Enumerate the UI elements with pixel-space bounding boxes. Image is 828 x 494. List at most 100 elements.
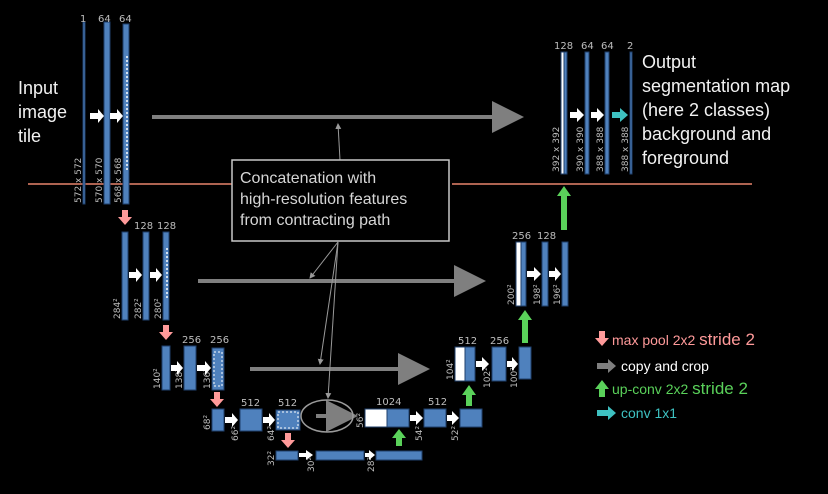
l5-block-1 <box>275 450 299 461</box>
legend-copy-icon <box>597 359 616 373</box>
r3-size-2: 102² <box>483 367 493 388</box>
input-label: Input image tile <box>18 78 68 146</box>
r1-size-2: 390 x 390 <box>576 126 586 172</box>
legend-conv-icon <box>597 406 616 420</box>
r3-block-2 <box>491 346 507 382</box>
concat-label: Concatenation with high-resolution featu… <box>240 170 408 229</box>
r4-ch-1: 1024 <box>376 397 401 408</box>
legend-conv: conv 1x1 <box>621 405 677 421</box>
l3-block-3 <box>211 347 225 391</box>
concat-box <box>231 159 450 242</box>
r3-block-3 <box>518 346 532 380</box>
legend-copy: copy and crop <box>621 358 709 374</box>
l1-size-2: 570 x 570 <box>95 157 105 203</box>
legend-upconv-b: stride 2 <box>692 379 748 398</box>
r1-ch-3: 64 <box>601 41 614 52</box>
r1-conv1x1-arrow <box>612 108 628 122</box>
l1-size-1: 572 x 572 <box>74 158 84 203</box>
legend-upconv-a: up-conv 2x2 <box>612 381 689 397</box>
l4-conv-arrow-1 <box>225 413 238 427</box>
r2-block-1 <box>520 241 527 307</box>
r3-ch-1: 512 <box>458 336 477 347</box>
legend-conv-text: conv 1x1 <box>621 405 678 421</box>
r3-block-upconv <box>454 346 466 382</box>
l4-ch-2: 512 <box>278 398 297 409</box>
r2-ch-1: 256 <box>512 231 531 242</box>
legend-copy-text: copy and crop <box>621 358 709 374</box>
r3-conv-arrow-1 <box>476 357 489 371</box>
l3-conv-arrow-2 <box>197 361 211 375</box>
l3-ch-2: 256 <box>210 335 229 346</box>
l1-block-3 <box>122 23 130 205</box>
l3-block-1 <box>161 345 171 391</box>
legend-maxpool-a: max pool 2x2 <box>612 332 696 348</box>
callout-line-3 <box>317 241 339 365</box>
l3-size-3: 136² <box>203 368 213 389</box>
l5-size-2: 30² <box>307 457 317 472</box>
r3-ch-2: 256 <box>490 336 509 347</box>
upconv-arrow-2 <box>518 310 532 343</box>
legend-maxpool-b: stride 2 <box>699 330 755 349</box>
maxpool-arrow-2 <box>159 325 173 340</box>
legend-upconv-icon <box>595 380 609 397</box>
r1-size-3: 388 x 388 <box>596 126 606 172</box>
r2-block-3 <box>561 241 569 307</box>
r1-block-3 <box>604 51 610 175</box>
l4-block-1 <box>211 408 225 432</box>
l3-size-2: 138² <box>175 368 185 389</box>
r4-size-1: 56² <box>356 413 366 428</box>
r3-size-3: 100² <box>510 367 520 388</box>
r3-size-1: 104² <box>446 359 456 380</box>
upconv-arrow-1 <box>557 186 571 230</box>
l2-ch-2: 128 <box>157 221 176 232</box>
l3-crop-box <box>213 351 223 387</box>
maxpool-arrow-1 <box>118 210 132 225</box>
r4-conv-arrow-2 <box>447 411 459 425</box>
l1-conv-arrow-2 <box>110 109 123 123</box>
l1-block-1 <box>82 21 86 205</box>
l4-conv-arrow-2 <box>263 413 275 427</box>
l5-size-3: 28² <box>367 457 377 472</box>
l5-conv-arrow-1 <box>299 450 313 460</box>
legend-upconv: up-conv 2x2 stride 2 <box>612 379 748 399</box>
r4-ch-2: 512 <box>428 397 447 408</box>
l4-block-3 <box>275 409 301 431</box>
r1-block-2 <box>584 51 590 175</box>
r1-conv-arrow-1 <box>570 108 584 122</box>
r4-block-upconv <box>364 408 388 428</box>
r4-block-1 <box>386 408 410 428</box>
l1-ch-1: 1 <box>80 14 86 25</box>
r4-block-2 <box>423 408 447 428</box>
r2-conv-arrow-1 <box>527 267 541 281</box>
l4-size-1: 68² <box>203 415 213 430</box>
r4-block-3 <box>459 408 483 428</box>
r1-ch-1: 128 <box>554 41 573 52</box>
maxpool-arrow-4 <box>281 433 295 448</box>
callout-line-1 <box>335 123 342 161</box>
l5-block-2 <box>315 450 365 461</box>
l1-ch-3: 64 <box>119 14 132 25</box>
l3-ch-1: 256 <box>182 335 201 346</box>
r2-size-3: 196² <box>553 284 563 305</box>
legend-maxpool: max pool 2x2 stride 2 <box>612 330 755 350</box>
l4-ch-1: 512 <box>241 398 260 409</box>
l2-block-1 <box>121 231 129 321</box>
r1-block-out <box>629 51 633 175</box>
l2-conv-arrow-1 <box>129 268 142 282</box>
l2-block-3 <box>162 231 170 321</box>
r1-size-4: 388 x 388 <box>621 126 631 172</box>
copy-highlight-ellipse <box>300 399 354 433</box>
r3-block-1 <box>464 346 476 382</box>
r1-ch-2: 64 <box>581 41 594 52</box>
l2-conv-arrow-2 <box>150 268 162 282</box>
r4-size-2: 54² <box>415 426 425 441</box>
r1-size-1: 392 x 392 <box>552 127 562 172</box>
l1-size-3: 568 x 568 <box>114 157 124 203</box>
r4-size-3: 52² <box>451 426 461 441</box>
callout-line-4 <box>325 241 339 399</box>
l5-block-3 <box>375 450 423 461</box>
r1-conv-arrow-2 <box>591 108 604 122</box>
l2-size-2: 282² <box>134 298 144 319</box>
